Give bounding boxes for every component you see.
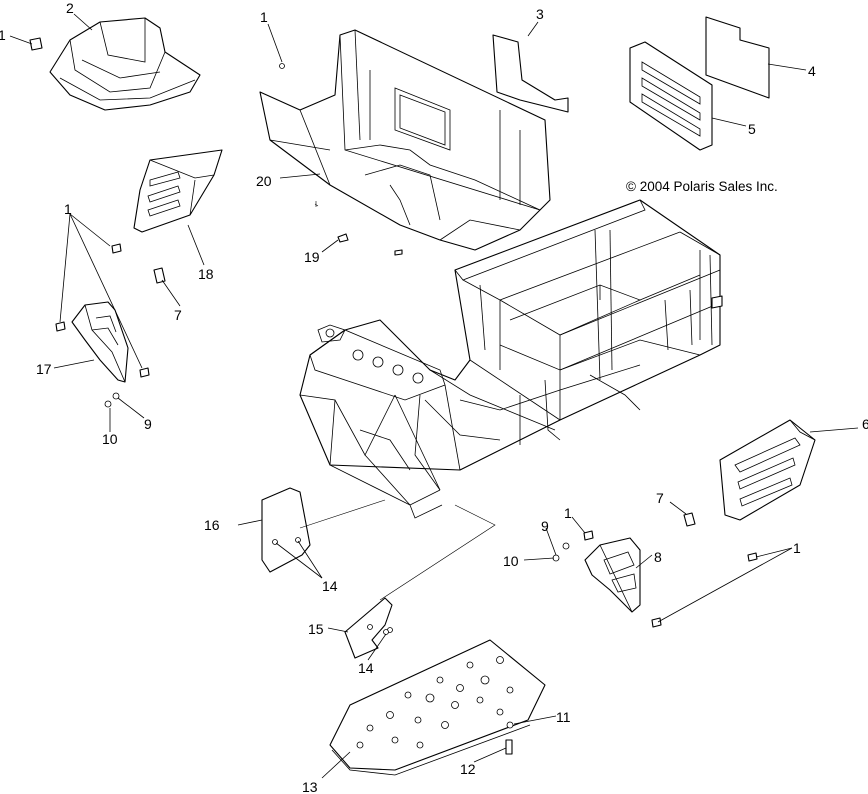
callout-5: 5: [748, 121, 756, 137]
callout-2: 2: [66, 0, 74, 16]
part-19-fastener: [314, 201, 403, 256]
part-2-front-cover: [49, 17, 201, 111]
callout-19: 19: [304, 249, 320, 265]
alignment-lines: [299, 499, 496, 601]
callout-17: 17: [36, 361, 52, 377]
callout-16: 16: [204, 517, 220, 533]
callout-15: 15: [308, 621, 324, 637]
part-9b-10b-1d-hardware: [552, 530, 758, 628]
part-16-shield: [261, 487, 311, 573]
callout-1: 1: [564, 505, 572, 521]
callout-3: 3: [536, 6, 544, 22]
callout-11: 11: [556, 709, 571, 725]
part-8-footwell-guard: [584, 537, 641, 613]
callout-13: 13: [302, 779, 318, 794]
part-14-hardware: [383, 629, 389, 635]
part-13-skid-plate: [329, 639, 546, 776]
leader-lines: [9, 13, 859, 779]
part-9a-10a-hardware: [104, 392, 120, 408]
callout-1: 1: [64, 201, 72, 217]
part-7b-clip: [683, 512, 696, 527]
callout-7: 7: [656, 490, 664, 506]
callout-7: 7: [174, 307, 182, 323]
callout-14: 14: [358, 660, 374, 676]
callout-10: 10: [503, 553, 519, 569]
callout-1: 1: [0, 27, 6, 43]
part-17-footwell-guard: [71, 301, 129, 383]
callout-20: 20: [256, 173, 272, 189]
part-1a-screw: [29, 37, 43, 51]
part-11-12-hardware: [505, 721, 514, 755]
part-20-cab-tub: [259, 29, 551, 251]
main-frame: [299, 199, 723, 519]
part-1c-screws: [55, 243, 150, 378]
callout-1: 1: [260, 9, 268, 25]
part-6-side-panel: [719, 419, 816, 521]
part-18-side-panel: [133, 149, 223, 233]
callout-10: 10: [102, 431, 118, 447]
part-1b-screw: [279, 63, 285, 69]
copyright-notice: © 2004 Polaris Sales Inc.: [626, 179, 778, 194]
callout-1: 1: [793, 540, 801, 556]
callout-14: 14: [322, 578, 338, 594]
part-7a-clip: [153, 267, 166, 284]
part-5-louver-panel: [629, 41, 713, 151]
part-4-panel: [705, 16, 770, 99]
callout-4: 4: [808, 63, 816, 79]
part-15-plate: [344, 597, 393, 659]
callout-9: 9: [144, 416, 152, 432]
callout-9: 9: [541, 518, 549, 534]
callout-6: 6: [862, 416, 868, 432]
callout-18: 18: [198, 266, 214, 282]
part-3-panel: [492, 34, 569, 113]
callout-8: 8: [654, 549, 662, 565]
callout-12: 12: [460, 761, 476, 777]
